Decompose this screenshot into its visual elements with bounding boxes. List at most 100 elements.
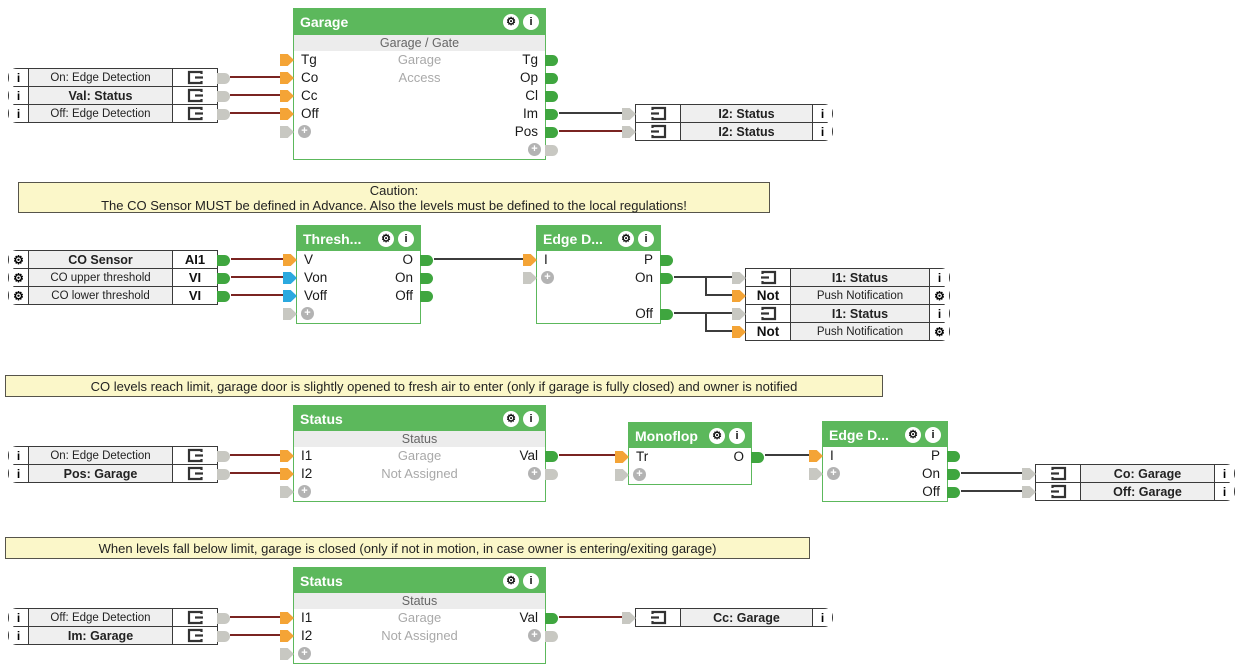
expand-output-connector[interactable]	[545, 468, 558, 480]
add-input-icon[interactable]: +	[541, 271, 554, 284]
add-input-icon[interactable]: +	[827, 467, 840, 480]
caution-note[interactable]: Caution: The CO Sensor MUST be defined i…	[18, 182, 770, 213]
gear-icon[interactable]: ⚙	[709, 427, 725, 444]
input-connector[interactable]	[523, 254, 537, 266]
add-input-icon[interactable]: +	[298, 647, 311, 660]
gear-icon[interactable]: ⚙	[9, 269, 29, 286]
output-connector[interactable]	[751, 451, 764, 463]
output-connector[interactable]	[545, 54, 558, 66]
input-ref-off-edge-detection[interactable]: i Off: Edge Detection	[8, 104, 230, 123]
status-block[interactable]: Status ⚙ i Status I1 Garage Val I2 Not A…	[280, 567, 558, 664]
ref-output-connector[interactable]	[217, 272, 230, 284]
info-icon[interactable]: i	[523, 410, 539, 427]
input-connector[interactable]	[280, 468, 294, 480]
input-ref-co-sensor[interactable]: ⚙ CO Sensor AI1	[8, 250, 230, 269]
expand-input-connector[interactable]	[280, 486, 294, 498]
info-icon[interactable]: i	[398, 230, 414, 247]
gear-icon[interactable]: ⚙	[9, 251, 29, 268]
ref-output-connector[interactable]	[217, 630, 230, 642]
gear-icon[interactable]: ⚙	[378, 230, 394, 247]
ref-input-connector[interactable]	[732, 326, 746, 338]
ref-output-connector[interactable]	[217, 108, 230, 120]
info-icon[interactable]: i	[9, 627, 29, 644]
threshold-block[interactable]: Thresh... ⚙ i V O Von On Voff Off +	[283, 225, 433, 324]
input-ref-co-lower-threshold[interactable]: ⚙ CO lower threshold VI	[8, 286, 230, 305]
info-icon[interactable]: i	[523, 572, 539, 589]
output-connector[interactable]	[660, 308, 673, 320]
add-input-icon[interactable]: +	[298, 125, 311, 138]
add-input-icon[interactable]: +	[298, 485, 311, 498]
ref-input-connector[interactable]	[622, 108, 636, 120]
output-connector[interactable]	[545, 108, 558, 120]
output-connector[interactable]	[545, 612, 558, 624]
input-ref-pos-garage[interactable]: i Pos: Garage	[8, 464, 230, 483]
input-connector[interactable]	[283, 272, 297, 284]
ref-output-connector[interactable]	[217, 612, 230, 624]
info-icon[interactable]: i	[1214, 483, 1234, 500]
output-connector[interactable]	[545, 72, 558, 84]
input-connector[interactable]	[280, 108, 294, 120]
input-connector[interactable]	[280, 612, 294, 624]
output-connector[interactable]	[947, 468, 960, 480]
output-ref-cc-garage[interactable]: Cc: Garage i	[622, 608, 833, 627]
add-output-icon[interactable]: +	[528, 143, 541, 156]
input-connector[interactable]	[280, 72, 294, 84]
info-icon[interactable]: i	[925, 426, 941, 443]
info-icon[interactable]: i	[9, 447, 29, 464]
info-icon[interactable]: i	[638, 230, 654, 247]
output-connector[interactable]	[420, 290, 433, 302]
output-ref-i2-status[interactable]: I2: Status i	[622, 122, 833, 141]
input-connector[interactable]	[283, 290, 297, 302]
expand-input-connector[interactable]	[523, 272, 537, 284]
ref-input-connector[interactable]	[1022, 486, 1036, 498]
add-output-icon[interactable]: +	[528, 629, 541, 642]
add-output-icon[interactable]: +	[528, 467, 541, 480]
output-connector[interactable]	[947, 486, 960, 498]
garage-block[interactable]: Garage ⚙ i Garage / Gate Tg Garage Tg Co…	[280, 8, 558, 160]
input-ref-off-edge-detection[interactable]: i Off: Edge Detection	[8, 608, 230, 627]
output-ref-co-garage[interactable]: Co: Garage i	[1022, 464, 1235, 483]
output-ref-push-notification[interactable]: Not Push Notification ⚙	[732, 286, 950, 305]
ref-output-connector[interactable]	[217, 72, 230, 84]
ref-output-connector[interactable]	[217, 290, 230, 302]
input-connector[interactable]	[280, 630, 294, 642]
ref-output-connector[interactable]	[217, 254, 230, 266]
ref-output-connector[interactable]	[217, 90, 230, 102]
info-icon[interactable]: i	[9, 105, 29, 122]
input-ref-val-status[interactable]: i Val: Status	[8, 86, 230, 105]
gear-icon[interactable]: ⚙	[9, 287, 29, 304]
ref-input-connector[interactable]	[1022, 468, 1036, 480]
info-icon[interactable]: i	[929, 269, 949, 286]
expand-input-connector[interactable]	[615, 469, 629, 481]
output-connector[interactable]	[660, 254, 673, 266]
output-ref-push-notification[interactable]: Not Push Notification ⚙	[732, 322, 950, 341]
input-connector[interactable]	[283, 254, 297, 266]
ref-output-connector[interactable]	[217, 450, 230, 462]
gear-icon[interactable]: ⚙	[929, 323, 949, 340]
output-connector[interactable]	[660, 272, 673, 284]
expand-input-connector[interactable]	[283, 308, 297, 320]
info-icon[interactable]: i	[812, 123, 832, 140]
output-connector[interactable]	[420, 254, 433, 266]
ref-input-connector[interactable]	[732, 272, 746, 284]
output-ref-i1-status[interactable]: I1: Status i	[732, 304, 950, 323]
add-input-icon[interactable]: +	[301, 307, 314, 320]
info-icon[interactable]: i	[9, 609, 29, 626]
edge-detection-block[interactable]: Edge D... ⚙ i I P + On Off	[523, 225, 673, 324]
gear-icon[interactable]: ⚙	[503, 572, 519, 589]
input-connector[interactable]	[809, 450, 823, 462]
input-connector[interactable]	[615, 451, 629, 463]
output-connector[interactable]	[545, 126, 558, 138]
info-icon[interactable]: i	[9, 69, 29, 86]
output-connector[interactable]	[545, 90, 558, 102]
ref-input-connector[interactable]	[732, 290, 746, 302]
input-connector[interactable]	[280, 450, 294, 462]
expand-output-connector[interactable]	[545, 630, 558, 642]
gear-icon[interactable]: ⚙	[929, 287, 949, 304]
gear-icon[interactable]: ⚙	[905, 426, 921, 443]
output-ref-i1-status[interactable]: I1: Status i	[732, 268, 950, 287]
input-ref-im-garage[interactable]: i Im: Garage	[8, 626, 230, 645]
output-ref-i2-status[interactable]: I2: Status i	[622, 104, 833, 123]
info-icon[interactable]: i	[9, 465, 29, 482]
expand-input-connector[interactable]	[280, 126, 294, 138]
